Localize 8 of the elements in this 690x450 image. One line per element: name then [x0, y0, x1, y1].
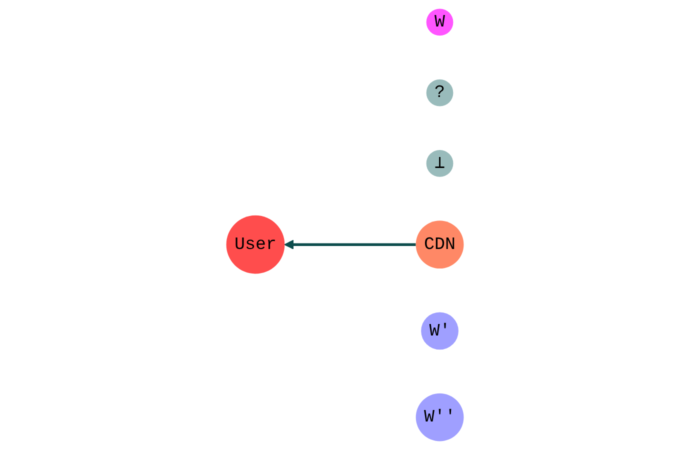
node-circle: ⊥: [426, 150, 454, 177]
arrow: [284, 240, 416, 250]
node-circle: User: [226, 215, 285, 274]
node-circle: ?: [426, 79, 454, 106]
node-circle: W′′: [416, 393, 464, 442]
node-circle: CDN: [416, 220, 464, 269]
node-circle: W: [426, 8, 454, 36]
node-circle: W′: [421, 312, 458, 350]
